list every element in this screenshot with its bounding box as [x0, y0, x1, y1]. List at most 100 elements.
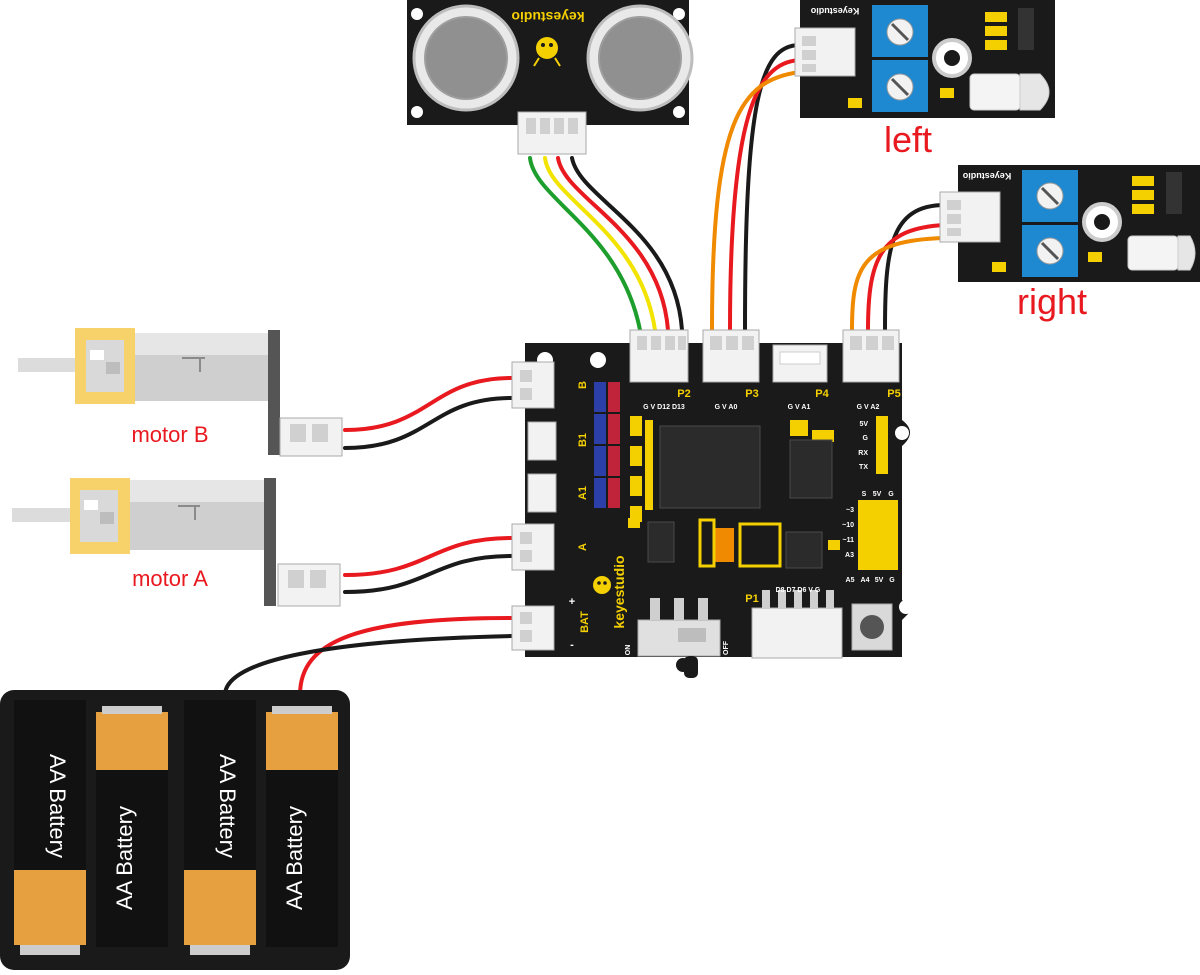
- motor-a: [12, 478, 341, 607]
- battery-label: AA Battery: [215, 754, 240, 858]
- wire-left-black: [743, 43, 802, 332]
- port-p5-label: P5: [887, 388, 900, 400]
- io-label: 5V: [875, 577, 884, 584]
- wire-left-red: [728, 58, 802, 332]
- battery-pack: AA Battery AA Battery AA Battery AA Batt…: [0, 690, 350, 970]
- wire-motora-black: [343, 554, 514, 594]
- connector-p3: [702, 329, 760, 383]
- jumper-block: [594, 382, 620, 508]
- label-motor-a: motor A: [132, 566, 208, 591]
- io-label: A3: [845, 552, 854, 559]
- wire-ultra-red: [556, 156, 670, 332]
- port-p4-pins: G V A1: [788, 404, 811, 411]
- mount-hole-icon: [895, 426, 909, 440]
- battery-label: AA Battery: [45, 754, 70, 858]
- connector-p4: [772, 344, 828, 383]
- connector-p5: [842, 329, 900, 383]
- driver-board: P2 P3 P4 P5 G V D12 D13 G V A0 G V A1 G …: [511, 329, 913, 678]
- battery-label: AA Battery: [112, 806, 137, 910]
- ultrasonic-connector: [517, 111, 587, 155]
- label-motor-b: motor B: [131, 422, 208, 447]
- io-label: ~3: [846, 507, 854, 514]
- port-p2-pins: G V D12 D13: [643, 404, 685, 411]
- battery-cell-3: [184, 700, 256, 955]
- battery-cell-4: [266, 706, 338, 947]
- port-p1-pins: D8 D7 D6 V G: [776, 587, 821, 594]
- header-pin-label: TX: [859, 464, 868, 471]
- connector-p1: [751, 590, 843, 659]
- port-p3-label: P3: [745, 388, 758, 400]
- wire-right-red: [866, 223, 947, 332]
- ultrasonic-sensor: keyestudio: [407, 0, 694, 155]
- ir-emitter-icon: [1127, 235, 1196, 271]
- logic-chip: [789, 439, 833, 499]
- io-label: A4: [861, 577, 870, 584]
- port-b-label: B: [577, 381, 589, 389]
- io-label: 5V: [873, 491, 882, 498]
- connector-a: [511, 523, 555, 571]
- wire-right-orange: [850, 236, 947, 332]
- io-label: G: [889, 577, 895, 584]
- board-bug-logo-icon: [593, 576, 611, 594]
- connector-b: [511, 361, 555, 409]
- ir-right-connector: [939, 191, 1001, 243]
- label-right: right: [1017, 281, 1087, 322]
- port-a-label: A: [577, 543, 589, 551]
- transducer-right: [586, 4, 694, 112]
- switch-off-label: OFF: [723, 640, 730, 655]
- port-p1-label: P1: [745, 593, 758, 605]
- ir-sensor-left: Keyestudio: [794, 0, 1055, 118]
- ir-emitter-icon: [969, 73, 1050, 111]
- switch-on-label: ON: [625, 645, 632, 656]
- connector-bat: [511, 605, 555, 651]
- battery-cell-2: [96, 706, 168, 947]
- wire-motorb-red: [343, 376, 514, 432]
- reset-button[interactable]: [851, 603, 893, 651]
- ldo-chip: [647, 521, 675, 563]
- port-bat-label: BAT: [579, 611, 591, 633]
- mount-hole-icon: [590, 352, 606, 368]
- port-p5-pins: G V A2: [857, 404, 880, 411]
- port-bat-minus: -: [570, 639, 574, 651]
- header-pin-label: RX: [858, 450, 868, 457]
- board-brand: keyestudio: [611, 555, 627, 628]
- wire-ultra-yellow: [543, 156, 657, 332]
- port-bat-plus: +: [569, 596, 575, 608]
- wire-bat-black: [223, 634, 514, 697]
- ir-receiver-icon: [1018, 8, 1034, 50]
- io-grid: ~3 ~10 ~11 A3 A5 A4 5V G S 5V G: [842, 491, 898, 584]
- header-pin-label: 5V: [859, 421, 868, 428]
- connector-b1: [527, 421, 557, 461]
- port-p4-label: P4: [815, 388, 829, 400]
- wire-motorb-black: [343, 396, 514, 450]
- connector-a1: [527, 473, 557, 513]
- wire-motora-red: [343, 536, 514, 577]
- port-p3-pins: G V A0: [715, 404, 738, 411]
- regulator-chip: [785, 531, 823, 569]
- ir-left-connector: [794, 27, 856, 77]
- transducer-left: [412, 4, 520, 112]
- io-label: S: [862, 491, 867, 498]
- port-a1-label: A1: [577, 486, 589, 500]
- motor-b: [18, 328, 343, 457]
- battery-cell-1: [14, 700, 86, 955]
- wires: [223, 43, 947, 697]
- ir-right-brand: Keyestudio: [962, 171, 1011, 181]
- port-b1-label: B1: [577, 433, 589, 447]
- wire-ultra-black: [570, 156, 684, 332]
- header-pin-label: G: [863, 435, 869, 442]
- io-label: G: [888, 491, 894, 498]
- ir-receiver-icon: [1166, 172, 1182, 214]
- bug-logo-icon: [533, 37, 561, 67]
- power-switch[interactable]: [637, 598, 721, 678]
- connector-p2: [629, 329, 689, 383]
- port-p2-label: P2: [677, 388, 690, 400]
- smd-components: [628, 416, 840, 568]
- label-left: left: [884, 119, 932, 160]
- wire-ultra-green: [528, 156, 642, 332]
- driver-chip: [659, 425, 761, 509]
- ultrasonic-brand: keyestudio: [511, 9, 584, 25]
- battery-label: AA Battery: [282, 806, 307, 910]
